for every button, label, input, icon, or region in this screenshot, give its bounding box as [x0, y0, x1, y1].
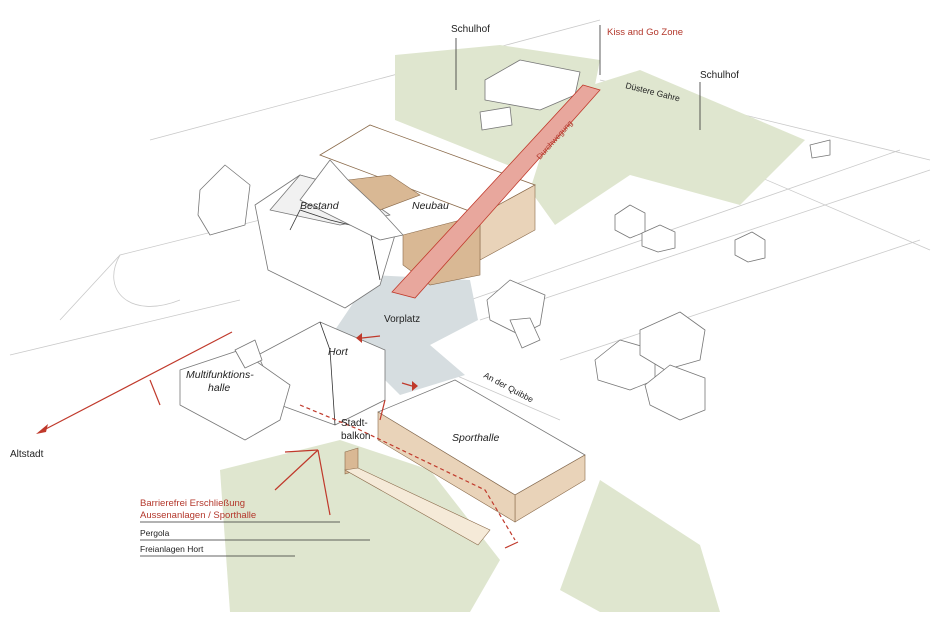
neubau-label: Neubau [412, 200, 449, 212]
legend-barrierefrei-2: Aussenanlagen / Sporthalle [140, 510, 256, 521]
arrow-head-icon [36, 424, 48, 434]
vorplatz-label: Vorplatz [384, 314, 420, 325]
schulhof-east-area [530, 70, 805, 225]
multifunktionshalle-label-2: halle [208, 382, 230, 394]
east-houses [486, 204, 766, 421]
schulhof-label-2: Schulhof [700, 70, 739, 81]
sporthalle-label: Sporthalle [452, 432, 499, 444]
schulhof-label-1: Schulhof [451, 24, 490, 35]
hort-label: Hort [328, 346, 349, 358]
bestand-label: Bestand [300, 200, 340, 212]
sporthalle-building [377, 379, 586, 523]
green-areas [220, 45, 805, 612]
east-lawn-area [560, 480, 720, 612]
legend-barrierefrei-1: Barrierefrei Erschließung [140, 498, 245, 509]
freianlagen-area [220, 440, 500, 612]
legend-pergola: Pergola [140, 528, 170, 538]
multifunktionshalle-building [179, 339, 291, 441]
altstadt-label: Altstadt [10, 449, 44, 460]
altstadt-arrow-line [39, 331, 233, 433]
kiss-and-go-label: Kiss and Go Zone [607, 27, 683, 38]
multifunktionshalle-label-1: Multifunktions- [186, 369, 254, 381]
legend-freianlagen: Freianlagen Hort [140, 544, 204, 554]
north-buildings [479, 59, 831, 159]
durchwegung-band [391, 84, 601, 299]
stadtbalkon-label-1: Stadt- [341, 418, 368, 429]
leader-lines [140, 25, 701, 557]
an-der-quibbe-label: An der Quibbe [482, 370, 535, 405]
stadtbalkon-label-2: balkon [341, 431, 370, 442]
west-house [197, 164, 251, 236]
pergola [299, 404, 516, 546]
red-arrows [36, 331, 519, 549]
